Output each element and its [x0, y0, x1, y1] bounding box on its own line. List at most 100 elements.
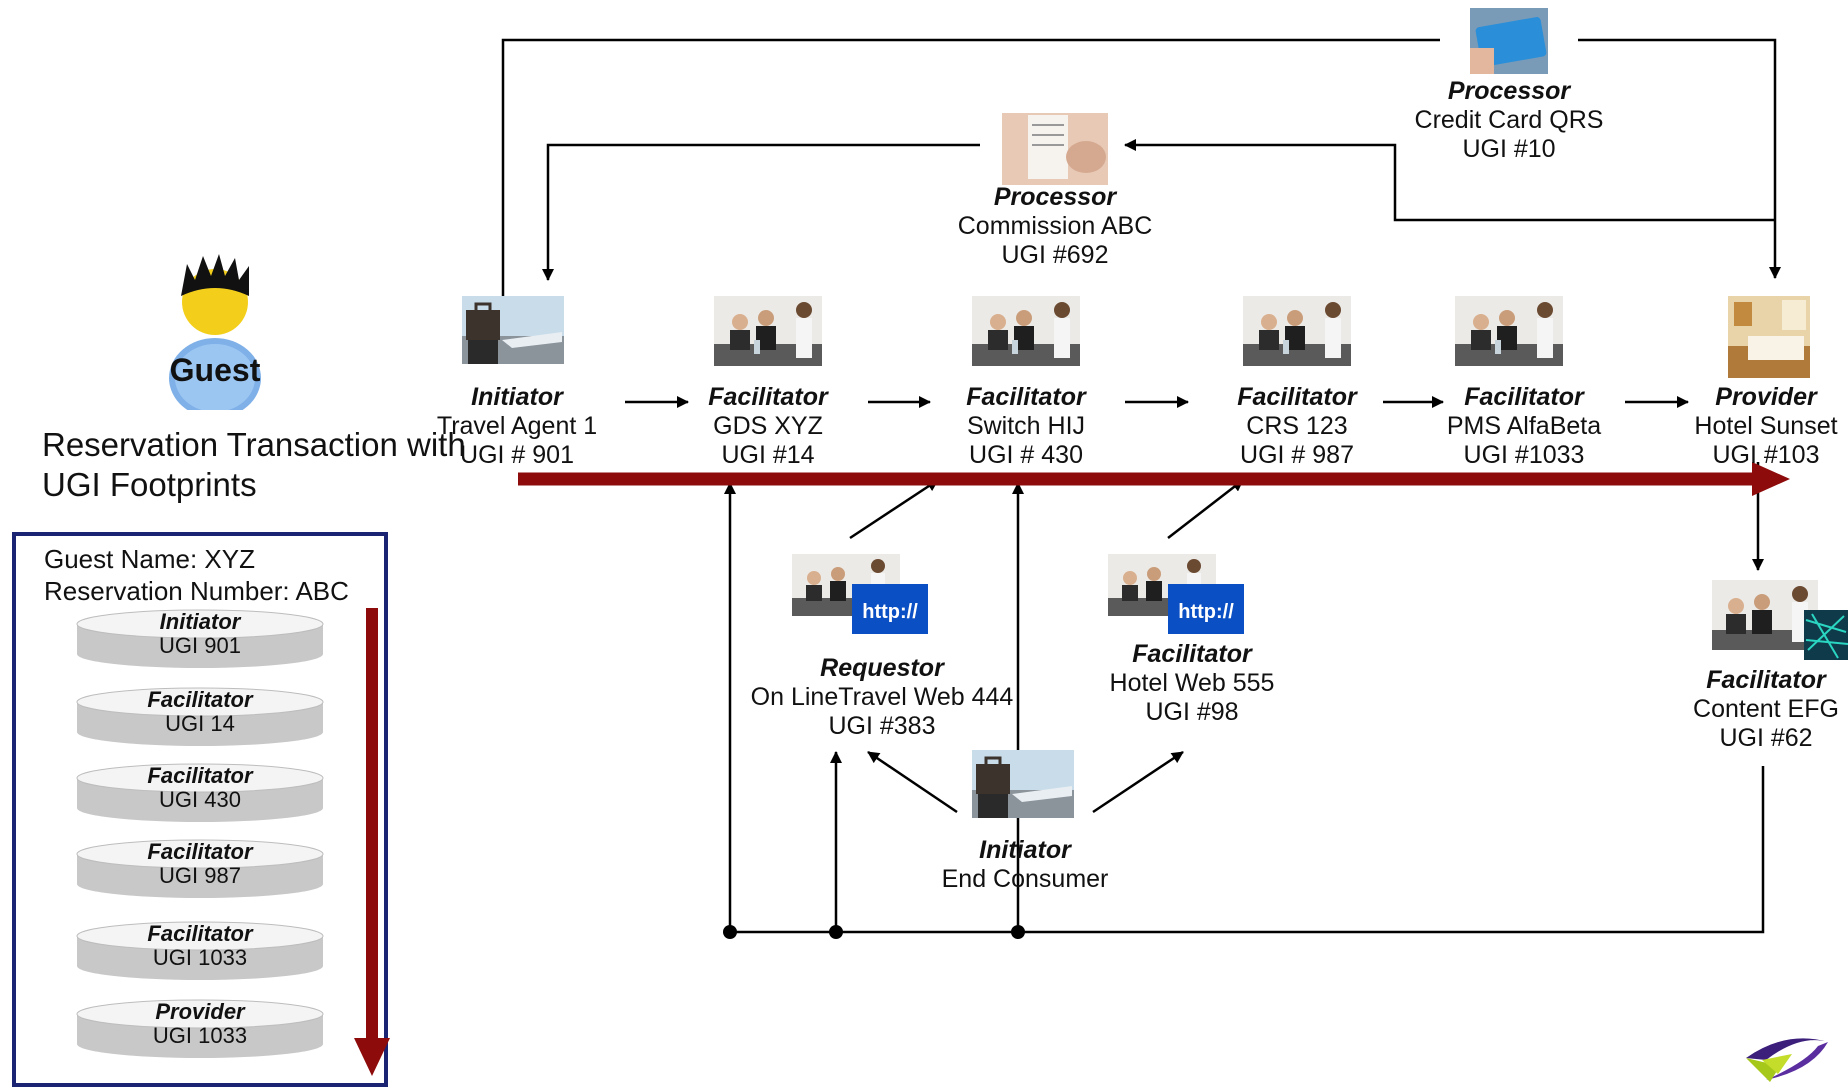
footprint-summary-box: Guest Name: XYZ Reservation Number: ABC	[12, 532, 390, 1087]
receipt-photo-icon	[1002, 113, 1108, 185]
credit-card-line	[1578, 38, 1781, 279]
node-ugi: UGI #692	[1001, 241, 1109, 269]
node-name: PMS AlfaBeta	[1446, 412, 1602, 440]
node-name: Travel Agent 1	[436, 412, 598, 440]
footprint-disk-facilitator: Facilitator UGI 430	[75, 762, 325, 824]
hotel-room-photo-icon	[1728, 296, 1810, 378]
team-network-photo-icon	[1712, 580, 1848, 660]
business-team-photo-icon	[972, 296, 1080, 366]
http-label: http://	[1178, 601, 1234, 623]
node-name: Hotel Sunset	[1694, 412, 1838, 440]
diagram-title-line2: UGI Footprints	[42, 466, 257, 503]
disk-role: Initiator	[159, 609, 241, 634]
disk-ugi: UGI 430	[159, 787, 241, 812]
node-gds: Facilitator GDS XYZ UGI #14	[668, 383, 868, 470]
footprint-disk-initiator: Initiator UGI 901	[75, 608, 325, 670]
bus-junction	[829, 925, 843, 939]
disk-icon	[76, 609, 324, 668]
node-name: Switch HIJ	[966, 412, 1086, 440]
disk-ugi: UGI 987	[159, 863, 241, 888]
disk-ugi: UGI 1033	[152, 945, 248, 970]
disk-role: Provider	[155, 999, 245, 1024]
node-role: Facilitator	[1237, 383, 1357, 411]
node-role: Facilitator	[1132, 640, 1252, 668]
node-ugi: UGI #103	[1712, 441, 1820, 469]
disk-ugi: UGI 901	[159, 633, 241, 658]
airport-briefcase-photo-icon	[462, 296, 564, 364]
http-label: http://	[862, 601, 918, 623]
node-requestor: Requestor On LineTravel Web 444 UGI #383	[732, 654, 1032, 741]
node-ugi: UGI # 987	[1240, 441, 1354, 469]
node-ugi: UGI # 430	[969, 441, 1083, 469]
disk-icon	[76, 763, 324, 822]
node-role: Facilitator	[966, 383, 1086, 411]
team-http-photo-icon: http://	[792, 554, 928, 634]
credit-card-photo-icon	[1470, 8, 1548, 74]
footprint-disk-provider: Provider UGI 1033	[75, 998, 325, 1060]
node-ugi: UGI #14	[721, 441, 815, 469]
disk-icon	[76, 839, 324, 898]
node-ugi: UGI #1033	[1463, 441, 1585, 469]
node-role: Facilitator	[1706, 666, 1826, 694]
node-role: Requestor	[820, 654, 944, 682]
disk-icon	[76, 999, 324, 1058]
node-commission-processor: Processor Commission ABC UGI #692	[955, 183, 1155, 270]
node-content-efg: Facilitator Content EFG UGI #62	[1686, 666, 1846, 753]
disk-role: Facilitator	[147, 921, 253, 946]
bottom-bus	[730, 766, 1765, 934]
commission-line	[542, 143, 980, 281]
node-role: Facilitator	[708, 383, 828, 411]
node-hotel-web: Facilitator Hotel Web 555 UGI #98	[1092, 640, 1292, 727]
business-team-photo-icon	[1455, 296, 1563, 366]
node-name: Content EFG	[1693, 695, 1839, 723]
node-ugi: UGI # 901	[460, 441, 574, 469]
node-switch: Facilitator Switch HIJ UGI # 430	[926, 383, 1126, 470]
node-credit-card-processor: Processor Credit Card QRS UGI #10	[1409, 77, 1609, 164]
diagram-title: Reservation Transaction with UGI Footpri…	[42, 425, 466, 505]
disk-ugi: UGI 1033	[152, 1023, 248, 1048]
node-name: Credit Card QRS	[1414, 106, 1604, 134]
disk-role: Facilitator	[147, 687, 253, 712]
hotel-web-arrow	[1167, 479, 1244, 539]
requestor-arrow	[849, 478, 939, 540]
bus-junction	[723, 925, 737, 939]
company-logo-icon	[1746, 1038, 1828, 1082]
node-name: CRS 123	[1246, 412, 1348, 440]
node-role: Provider	[1715, 383, 1817, 411]
node-name: Commission ABC	[957, 212, 1153, 240]
diagram-title-line1: Reservation Transaction with	[42, 426, 466, 463]
bus-junction	[1011, 925, 1025, 939]
team-http-photo-icon: http://	[1108, 554, 1244, 634]
node-name: Hotel Web 555	[1109, 669, 1275, 697]
node-end-consumer: Initiator End Consumer	[925, 836, 1125, 894]
consumer-arrow	[867, 750, 958, 814]
consumer-arrow	[1092, 750, 1184, 814]
node-name: End Consumer	[941, 865, 1109, 893]
node-role: Processor	[1447, 77, 1571, 105]
disk-icon	[76, 921, 324, 980]
business-team-photo-icon	[1243, 296, 1351, 366]
node-name: On LineTravel Web 444	[750, 683, 1014, 711]
node-role: Initiator	[471, 383, 563, 411]
node-hotel-provider: Provider Hotel Sunset UGI #103	[1686, 383, 1846, 470]
credit-card-line	[501, 38, 1440, 297]
node-role: Processor	[993, 183, 1117, 211]
airport-briefcase-photo-icon	[972, 750, 1074, 818]
guest-label: Guest	[169, 352, 261, 388]
node-pms: Facilitator PMS AlfaBeta UGI #1033	[1424, 383, 1624, 470]
node-ugi: UGI #383	[828, 712, 936, 740]
disk-role: Facilitator	[147, 839, 253, 864]
commission-line	[1124, 139, 1775, 222]
reservation-number: Reservation Number: ABC	[44, 576, 349, 606]
footprint-disk-facilitator: Facilitator UGI 1033	[75, 920, 325, 982]
business-team-photo-icon	[714, 296, 822, 366]
node-ugi: UGI #62	[1719, 724, 1813, 752]
node-role: Facilitator	[1464, 383, 1584, 411]
disk-role: Facilitator	[147, 763, 253, 788]
guest-person-icon	[169, 254, 261, 410]
guest-name: Guest Name: XYZ	[44, 544, 255, 574]
disk-icon	[76, 687, 324, 746]
footprint-order-arrow	[354, 608, 390, 1076]
